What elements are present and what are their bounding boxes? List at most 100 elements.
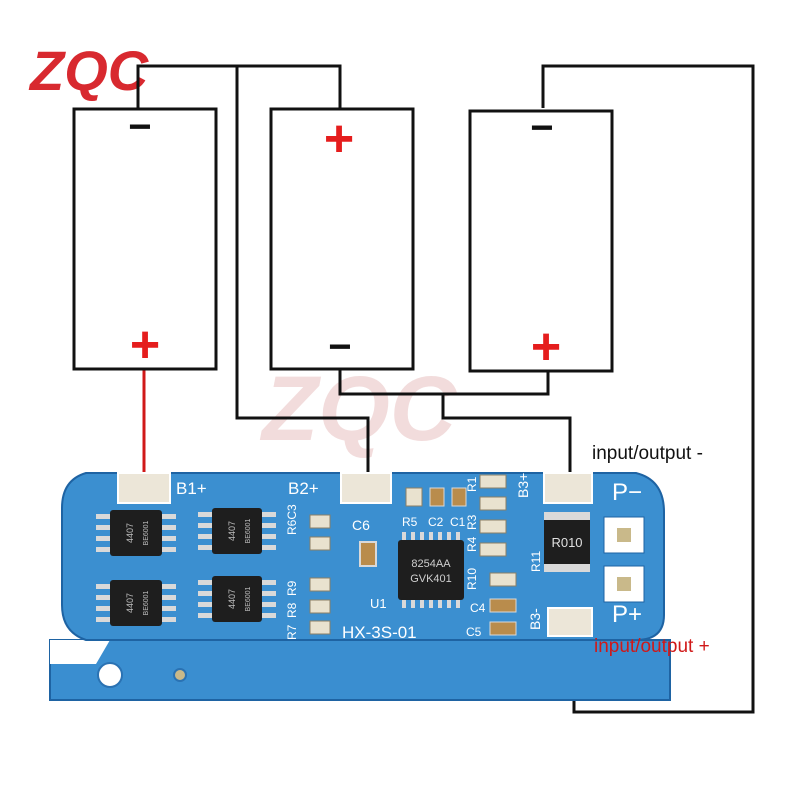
smd-4 (309, 599, 331, 614)
mount-hole (97, 662, 123, 688)
smd-c1 (451, 487, 467, 507)
ref-c6: C6 (352, 517, 370, 533)
mosfet-3-mark-1: 4407 (125, 593, 135, 613)
cell-2-body (269, 107, 415, 371)
mosfet-2-mark-1: 4407 (227, 521, 237, 541)
ic-mark-1: 8254AA (411, 558, 451, 570)
mosfet-1-body (110, 510, 162, 556)
cell-3-bottom-sign: + (531, 318, 561, 376)
mosfet-2-mark-2: BE6001 (245, 518, 252, 543)
pad-b1 (117, 472, 171, 504)
pad-p-plus-label: P+ (612, 601, 642, 628)
smd-r3 (479, 519, 507, 534)
smd-c4 (489, 598, 517, 613)
input-output-plus-label: input/output + (594, 636, 710, 657)
ref-r10: R10 (465, 568, 479, 590)
watermark: ZQC (259, 358, 458, 460)
wire-cell1-neg-cell2-pos (136, 64, 342, 108)
logo-text: ZQC (28, 39, 150, 102)
battery-cell-2: + − (269, 107, 415, 371)
pad-b3-label: B3+ (515, 473, 531, 498)
protection-board: B1+ B2+ B3+ B3- P− P+ 4407 BE6001 (49, 472, 671, 701)
mosfet-2-pins (198, 512, 276, 550)
pad-b2-label: B2+ (288, 479, 319, 498)
mosfet-chip-4: 4407 BE6001 (198, 576, 276, 622)
ref-c2: C2 (428, 515, 444, 529)
mosfet-4-pins (198, 580, 276, 618)
ref-r6c3: R6C3 (285, 504, 299, 535)
battery-cell-3: − + (468, 106, 614, 376)
ref-u1: U1 (370, 596, 387, 611)
smd-r4 (479, 542, 507, 557)
smd-c2 (429, 487, 445, 507)
silkscreen-refs: R6C3 R9 R8 R7 C6 R5 C2 C1 U1 R10 R4 R3 R… (285, 476, 543, 642)
sense-resistor: R010 (544, 512, 590, 572)
wire-b3-pad (441, 394, 572, 475)
ref-r11: R11 (529, 551, 543, 572)
smd-3 (309, 577, 331, 592)
smd-r1 (479, 474, 507, 489)
smd-c5 (489, 621, 517, 636)
ref-r1: R1 (465, 476, 479, 492)
cell-1-body (72, 107, 218, 371)
pad-p-minus-label: P− (612, 479, 642, 506)
cell-2-bottom-sign: − (328, 325, 351, 369)
ic-pins (402, 532, 460, 608)
mosfet-1-mark-1: 4407 (125, 523, 135, 543)
pad-b3-minus-label: B3- (527, 608, 543, 630)
resistor-body (544, 520, 590, 564)
part-label: HX-3S-01 (342, 623, 417, 642)
zqc-logo: ZQC (28, 39, 150, 102)
ref-c5: C5 (466, 625, 482, 639)
smd-5 (309, 620, 331, 635)
mosfet-3-mark-2: BE6001 (143, 590, 150, 615)
smd-components (309, 474, 517, 636)
pad-b3 (543, 472, 593, 504)
mosfet-2-body (212, 508, 262, 554)
mosfet-3-pins (96, 584, 176, 622)
input-output-minus-label: input/output - (592, 443, 703, 464)
ref-r9: R9 (285, 580, 299, 596)
mosfet-chip-3: 4407 BE6001 (96, 580, 176, 626)
pad-b2 (340, 472, 392, 504)
resistor-mark: R010 (551, 535, 582, 550)
smd-r2 (479, 496, 507, 511)
cell-2-top-sign: + (324, 110, 354, 168)
battery-cell-1: − + (72, 105, 218, 374)
protection-ic: 8254AA GVK401 (398, 532, 464, 608)
ref-r4: R4 (465, 536, 479, 552)
smd-r10 (489, 572, 517, 587)
mosfet-4-mark-2: BE6001 (245, 586, 252, 611)
via-pad (173, 668, 187, 682)
pad-p-plus-core (617, 577, 631, 591)
mosfet-4-body (212, 576, 262, 622)
ref-r7: R7 (285, 624, 299, 640)
pad-b1-label: B1+ (176, 479, 207, 498)
ref-c4: C4 (470, 601, 486, 615)
board-tab (49, 639, 671, 701)
ref-c1: C1 (450, 515, 466, 529)
wire-b2-pad (235, 66, 370, 475)
mosfet-chip-1: 4407 BE6001 (96, 510, 176, 556)
pad-p-minus-core (617, 528, 631, 542)
smd-2 (309, 536, 331, 551)
mosfet-4-mark-1: 4407 (227, 589, 237, 609)
ref-r8: R8 (285, 602, 299, 618)
board-notch (50, 640, 110, 664)
cell-1-bottom-sign: + (130, 316, 160, 374)
cell-3-body (468, 109, 614, 373)
smd-r5 (405, 487, 423, 507)
ref-r3: R3 (465, 514, 479, 530)
cell-3-top-sign: − (530, 106, 553, 150)
cell-1-top-sign: − (128, 105, 151, 149)
mosfet-1-pins (96, 514, 176, 552)
smd-1 (309, 514, 331, 529)
ic-body (398, 540, 464, 600)
mosfet-chip-2: 4407 BE6001 (198, 508, 276, 554)
ic-mark-2: GVK401 (410, 573, 452, 585)
mosfet-3-body (110, 580, 162, 626)
ref-r5: R5 (402, 515, 418, 529)
cap-c6 (359, 541, 377, 567)
